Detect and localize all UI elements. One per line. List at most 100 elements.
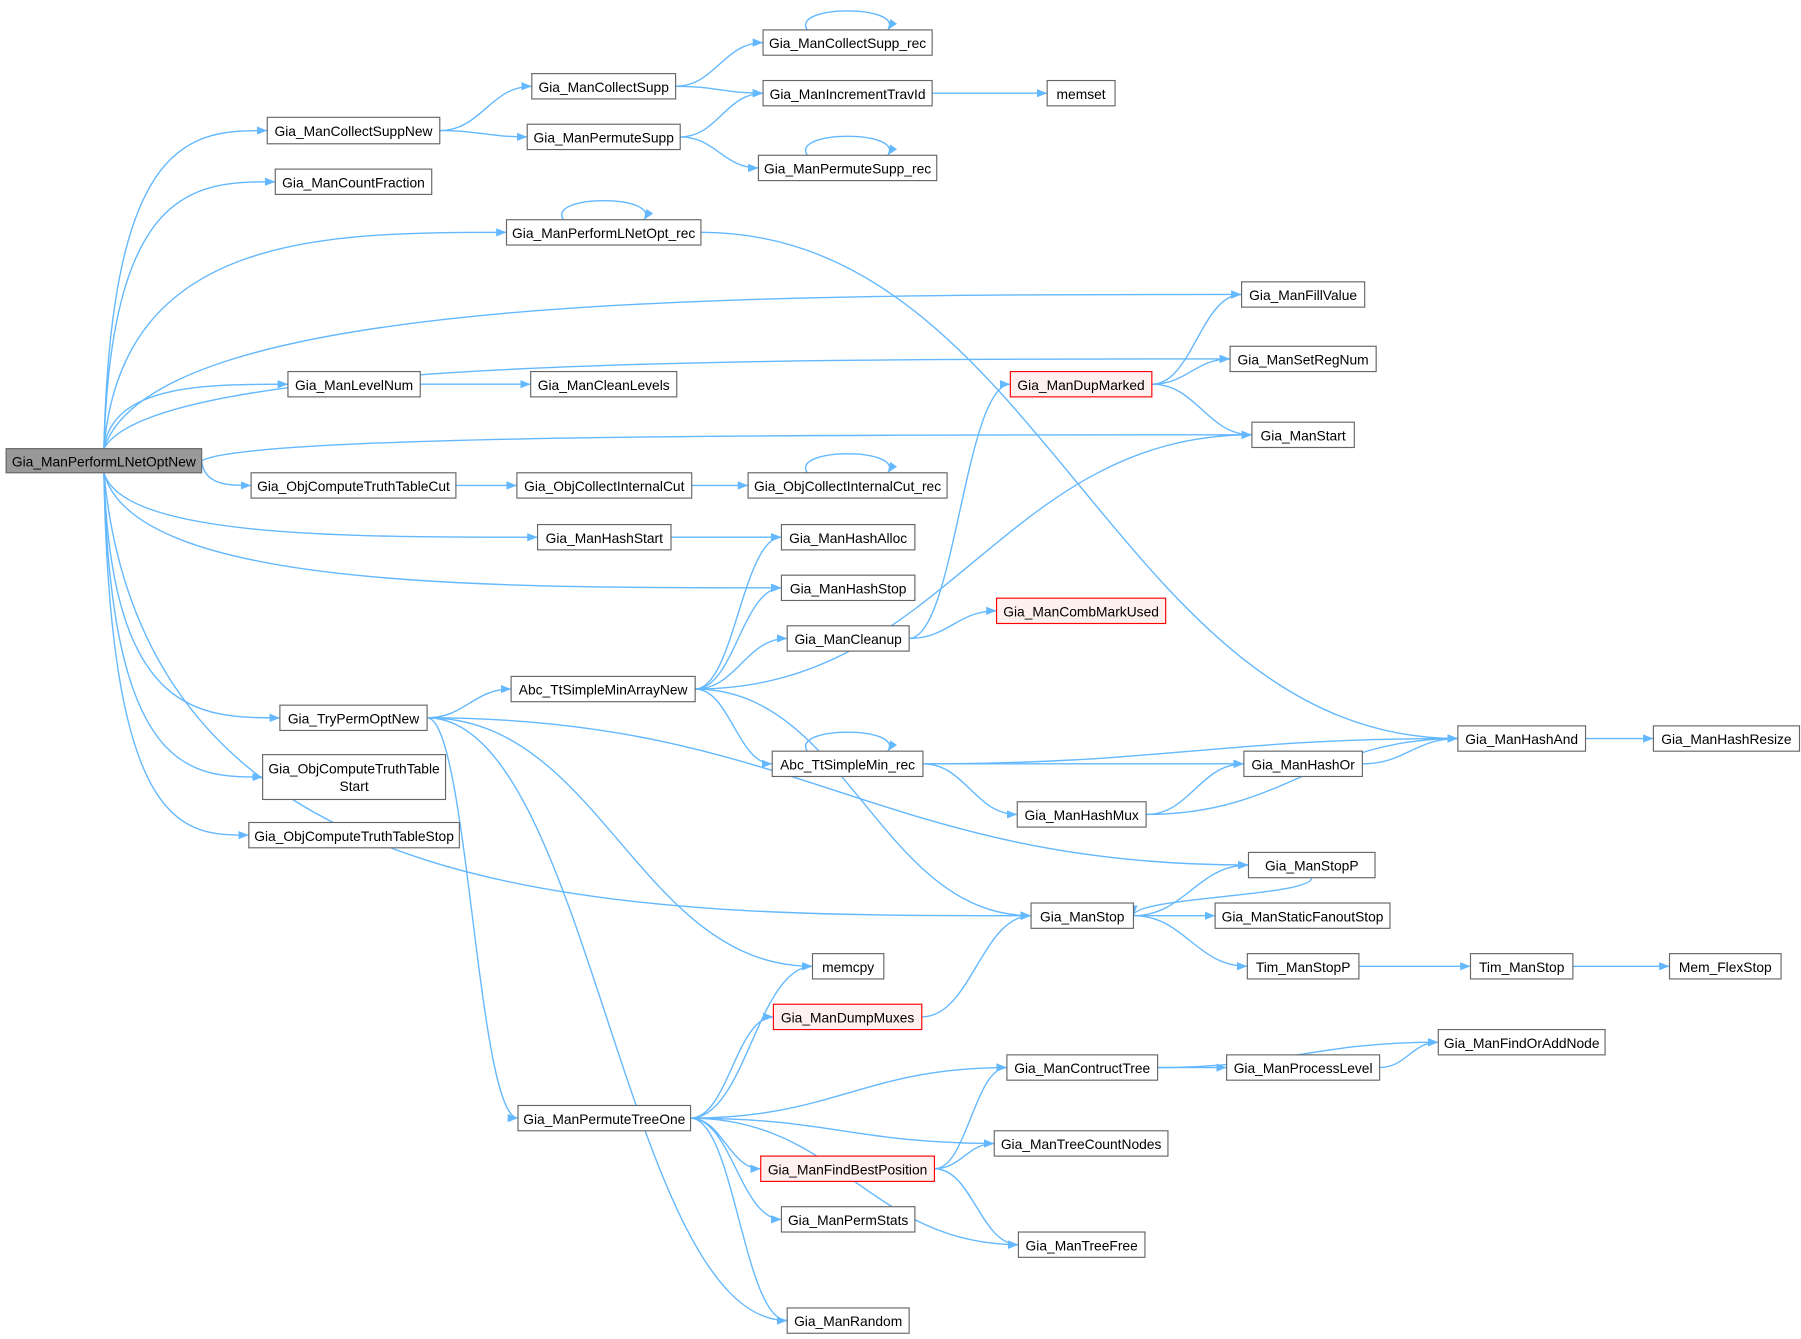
edge-collectSupp-to-incTrav	[675, 85, 764, 98]
node-combMark[interactable]: Gia_ManCombMarkUsed	[995, 597, 1167, 625]
node-box	[771, 750, 924, 778]
node-collectSuppNew[interactable]: Gia_ManCollectSuppNew	[266, 116, 441, 145]
edge-abcRec-to-hashAnd	[922, 734, 1458, 765]
edge-permTree-to-treeCount	[690, 1117, 995, 1148]
node-hashAlloc[interactable]: Gia_ManHashAlloc	[780, 523, 916, 551]
node-treeFree[interactable]: Gia_ManTreeFree	[1017, 1231, 1146, 1258]
node-treeCount[interactable]: Gia_ManTreeCountNodes	[993, 1130, 1169, 1157]
edge-abcRec-to-hashMux	[922, 763, 1018, 819]
node-ttStop[interactable]: Gia_ObjComputeTruthTableStop	[248, 821, 460, 849]
node-cleanup[interactable]: Gia_ManCleanup	[786, 625, 910, 652]
node-contruct[interactable]: Gia_ManContructTree	[1006, 1054, 1159, 1081]
node-collectSupp[interactable]: Gia_ManCollectSupp	[531, 73, 677, 100]
node-tryPerm[interactable]: Gia_TryPermOptNew	[279, 704, 428, 732]
edge-lnetRec-to-hashAnd	[700, 231, 1458, 743]
edge-main-to-collectSuppNew	[103, 126, 268, 449]
node-box	[1251, 421, 1355, 449]
node-hashResize[interactable]: Gia_ManHashResize	[1652, 725, 1801, 752]
node-label: Gia_ObjComputeTruthTable	[268, 762, 440, 777]
node-permuteSupp[interactable]: Gia_ManPermuteSupp	[526, 123, 681, 151]
node-label: Gia_ManCollectSuppNew	[275, 124, 433, 139]
edge-cleanup-to-combMark	[909, 606, 997, 640]
edge-tryPerm-to-abcArray	[427, 684, 512, 719]
edge-permTree-to-memcpy	[690, 962, 813, 1119]
node-permTree[interactable]: Gia_ManPermuteTreeOne	[517, 1104, 692, 1132]
node-label-line2: Start	[340, 779, 369, 794]
node-box	[1046, 79, 1116, 107]
node-levelNum[interactable]: Gia_ManLevelNum	[287, 370, 421, 398]
node-countFraction[interactable]: Gia_ManCountFraction	[274, 168, 433, 195]
node-label: Gia_ManHashAnd	[1465, 732, 1578, 747]
node-permStats[interactable]: Gia_ManPermStats	[780, 1206, 916, 1233]
node-incTrav[interactable]: Gia_ManIncrementTravId	[762, 79, 933, 107]
node-label: memset	[1057, 87, 1106, 102]
node-memset[interactable]: memset	[1046, 79, 1116, 107]
node-box	[1668, 953, 1782, 980]
node-ttCut[interactable]: Gia_ObjComputeTruthTableCut	[250, 472, 457, 499]
node-box	[1229, 345, 1377, 373]
edge-dupMarked-to-fillValue	[1151, 290, 1242, 385]
node-findBest[interactable]: Gia_ManFindBestPosition	[760, 1155, 936, 1182]
node-box	[274, 168, 433, 195]
node-timStop[interactable]: Tim_ManStop	[1469, 953, 1574, 980]
node-label: Gia_ManCollectSupp_rec	[769, 36, 926, 51]
node-box	[526, 123, 681, 151]
edge-stopP-to-manStop	[1129, 877, 1313, 916]
edge-collectSupp-to-collectSuppRec	[675, 38, 764, 87]
node-cleanLevels[interactable]: Gia_ManCleanLevels	[530, 370, 678, 398]
node-box	[1017, 1231, 1146, 1258]
node-collectIntCut[interactable]: Gia_ObjCollectInternalCut	[516, 472, 693, 499]
edge-collectSuppNew-to-permuteSupp	[439, 129, 528, 142]
node-hashOr[interactable]: Gia_ManHashOr	[1243, 750, 1363, 778]
node-box	[505, 219, 702, 246]
node-setRegNum[interactable]: Gia_ManSetRegNum	[1229, 345, 1377, 373]
node-label: Gia_ManHashStop	[790, 581, 907, 596]
node-findOrAdd[interactable]: Gia_ManFindOrAddNode	[1437, 1028, 1606, 1056]
node-dupMarked[interactable]: Gia_ManDupMarked	[1009, 370, 1153, 398]
node-collectSuppRec[interactable]: Gia_ManCollectSupp_rec	[762, 29, 933, 56]
node-stopP[interactable]: Gia_ManStopP	[1247, 851, 1376, 879]
node-random[interactable]: Gia_ManRandom	[786, 1307, 910, 1334]
node-box	[1469, 953, 1574, 980]
node-box	[995, 597, 1167, 625]
node-staticFanout[interactable]: Gia_ManStaticFanoutStop	[1214, 902, 1391, 929]
node-timStopP[interactable]: Tim_ManStopP	[1246, 953, 1360, 980]
node-box	[1457, 725, 1587, 752]
node-dumpMuxes[interactable]: Gia_ManDumpMuxes	[772, 1003, 923, 1031]
edge-abcArray-to-start	[695, 430, 1252, 690]
node-procLevel[interactable]: Gia_ManProcessLevel	[1226, 1054, 1381, 1081]
node-lnetRec[interactable]: Gia_ManPerformLNetOpt_rec	[505, 219, 702, 246]
node-label: Gia_ManStop	[1040, 909, 1125, 924]
node-manStop[interactable]: Gia_ManStop	[1030, 902, 1135, 929]
node-abcRec[interactable]: Abc_TtSimpleMin_rec	[771, 750, 924, 778]
node-main[interactable]: Gia_ManPerformLNetOptNew	[5, 448, 203, 474]
node-label: Gia_ManStaticFanoutStop	[1222, 909, 1384, 924]
edge-main-to-setRegNum	[103, 354, 1231, 449]
node-label: Abc_TtSimpleMin_rec	[780, 757, 915, 772]
node-box	[811, 953, 885, 980]
edge-procLevel-to-findOrAdd	[1379, 1038, 1439, 1069]
node-label: Gia_ManHashResize	[1661, 732, 1792, 747]
node-box	[1030, 902, 1135, 929]
node-hashAnd[interactable]: Gia_ManHashAnd	[1457, 725, 1587, 752]
edge-collectIntCutRec-to-collectIntCutRec	[804, 453, 898, 474]
node-start[interactable]: Gia_ManStart	[1251, 421, 1355, 449]
edge-permTree-to-random	[690, 1117, 788, 1325]
node-memFlex[interactable]: Mem_FlexStop	[1668, 953, 1782, 980]
node-label: Gia_ManLevelNum	[295, 378, 413, 393]
node-fillValue[interactable]: Gia_ManFillValue	[1241, 281, 1366, 308]
node-memcpy[interactable]: memcpy	[811, 953, 885, 980]
node-hashMux[interactable]: Gia_ManHashMux	[1016, 801, 1147, 828]
node-box	[786, 625, 910, 652]
node-hashStop[interactable]: Gia_ManHashStop	[780, 574, 916, 602]
node-collectIntCutRec[interactable]: Gia_ObjCollectInternalCut_rec	[747, 472, 948, 499]
node-abcArray[interactable]: Abc_TtSimpleMinArrayNew	[510, 675, 696, 703]
node-label: Gia_ManFindOrAddNode	[1444, 1036, 1600, 1051]
node-box	[248, 821, 460, 849]
node-permuteSuppRec[interactable]: Gia_ManPermuteSupp_rec	[757, 154, 938, 182]
node-box	[780, 574, 916, 602]
node-hashStart[interactable]: Gia_ManHashStart	[536, 523, 672, 551]
edge-main-to-fillValue	[103, 290, 1242, 449]
